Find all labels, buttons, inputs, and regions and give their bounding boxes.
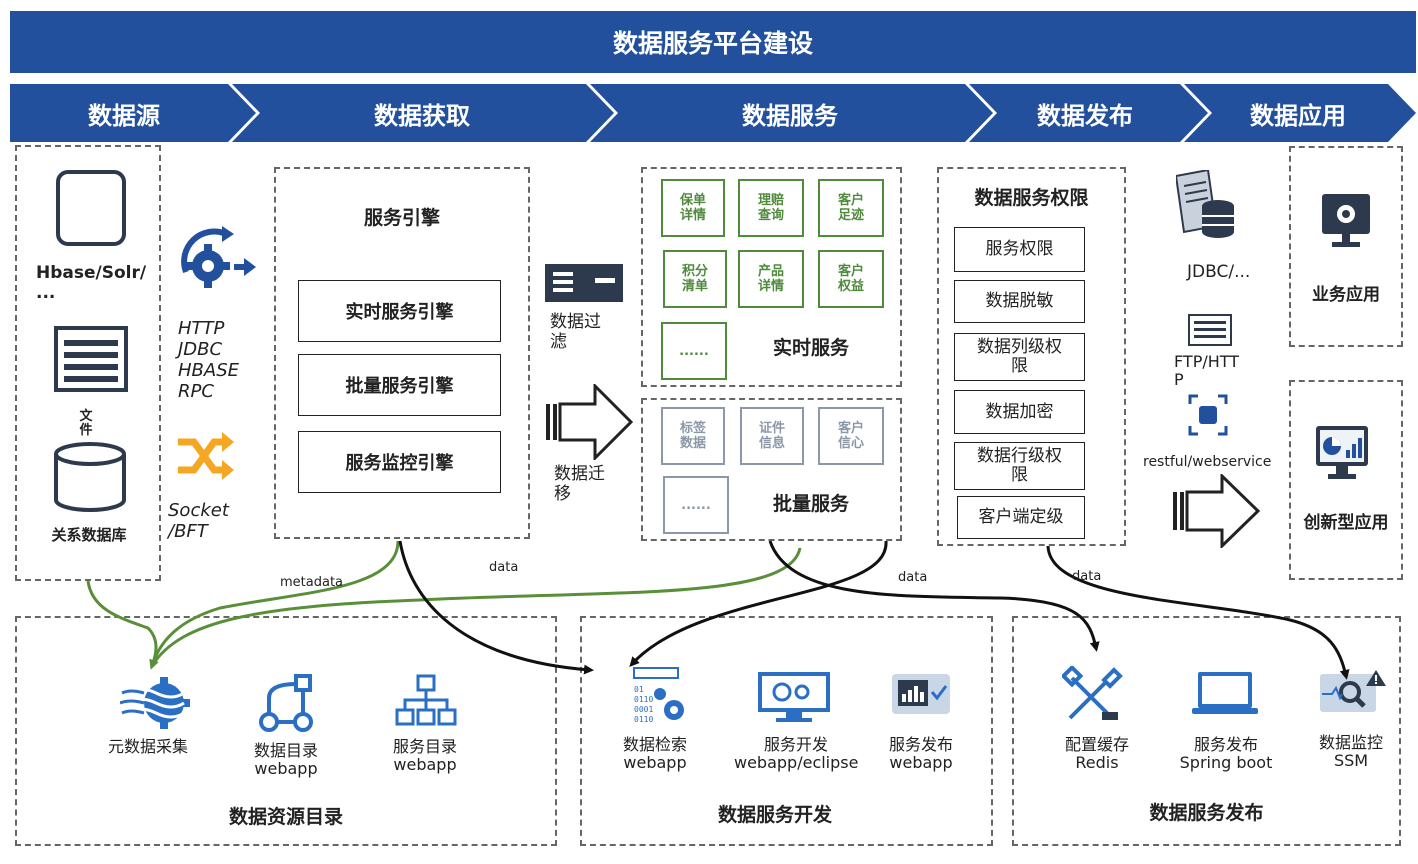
- catalog-item: 服务目录 webapp: [392, 737, 457, 774]
- batch-tile: 标签 数据: [661, 407, 725, 465]
- settings-monitor-icon: [1322, 194, 1370, 247]
- business-app-label: 业务应用: [1312, 285, 1380, 305]
- analytics-monitor-icon: [1316, 426, 1368, 479]
- catalog-item: 元数据采集: [107, 737, 188, 756]
- data-flow-label: data: [898, 570, 928, 585]
- restful-label: restful/webservice: [1143, 454, 1272, 470]
- rdb-label: 关系数据库: [51, 526, 127, 544]
- svg-text:01: 01: [634, 685, 644, 694]
- org-chart-icon: [395, 674, 457, 726]
- business-app-panel: [1289, 146, 1403, 347]
- list-icon: [1188, 314, 1232, 346]
- release-item: 数据监控 SSM: [1318, 733, 1383, 770]
- protocol-list-top: HTTP JDBC HBASE RPC: [178, 318, 239, 402]
- realtime-tile: 保单 详情: [661, 179, 725, 237]
- batch-engine-box: 批量服务引擎: [298, 354, 501, 416]
- permission-item: 数据列级权 限: [954, 333, 1085, 381]
- protocol-list-bottom: Socket /BFT: [168, 500, 229, 542]
- batch-service-panel: [641, 398, 902, 541]
- file-icon: [54, 326, 128, 392]
- monitor-engine-box: 服务监控引擎: [298, 431, 501, 493]
- migrate-label: 数据迁 移: [554, 464, 605, 504]
- hbase-icon: [56, 170, 126, 246]
- permission-item: 数据脱敏: [954, 280, 1085, 323]
- stage-data-source: 数据源: [88, 101, 160, 130]
- stage-data-acquisition: 数据获取: [374, 101, 470, 130]
- monitor-search-icon: [1320, 670, 1386, 712]
- ftp-label: FTP/HTT P: [1174, 352, 1240, 389]
- release-title: 数据服务发布: [1149, 802, 1264, 824]
- svg-text:0110: 0110: [634, 715, 653, 724]
- dev-monitor-icon: [758, 672, 830, 722]
- hbase-label: Hbase/Solr/ ...: [36, 263, 147, 303]
- config-tools-icon: [1062, 666, 1123, 720]
- stage-chevrons: [10, 84, 1416, 142]
- permission-item: 客户端定级: [957, 496, 1085, 539]
- service-engine-title: 服务引擎: [363, 207, 440, 229]
- data-source-panel: [15, 145, 161, 581]
- realtime-service-panel: [641, 167, 902, 387]
- data-flow-label: data: [1072, 569, 1102, 584]
- realtime-tile: 产品 详情: [738, 250, 804, 308]
- flow-catalog-icon: [259, 674, 313, 732]
- fullscreen-icon: [1188, 394, 1228, 436]
- realtime-tile: 客户 权益: [818, 250, 884, 308]
- database-icon: [54, 442, 126, 512]
- stage-data-service: 数据服务: [742, 101, 838, 130]
- metadata-gear-icon: [120, 677, 190, 729]
- realtime-engine-box: 实时服务引擎: [298, 280, 501, 342]
- laptop-icon: [1192, 672, 1258, 714]
- file-label: 文 件: [79, 409, 93, 438]
- realtime-tile: 理赔 查询: [738, 179, 804, 237]
- dev-item: 数据检索 webapp: [622, 735, 687, 772]
- publish-chart-icon: [892, 674, 950, 714]
- document-database-icon: [1176, 170, 1234, 238]
- realtime-tile: ......: [661, 322, 727, 380]
- dev-title: 数据服务开发: [717, 804, 832, 826]
- release-item: 服务发布 Spring boot: [1179, 735, 1273, 772]
- shuffle-icon: [178, 432, 234, 480]
- permission-item: 数据行级权 限: [954, 442, 1085, 490]
- realtime-tile: 客户 足迹: [818, 179, 884, 237]
- batch-tile: ......: [663, 476, 729, 534]
- svg-text:0110: 0110: [634, 695, 653, 704]
- permission-title: 数据服务权限: [974, 187, 1089, 209]
- stage-data-publish: 数据发布: [1037, 101, 1133, 130]
- permission-item: 服务权限: [954, 227, 1085, 272]
- server-icon: [545, 264, 623, 302]
- permission-item: 数据加密: [954, 390, 1085, 434]
- realtime-tile: 积分 清单: [663, 250, 727, 308]
- filter-label: 数据过 滤: [550, 312, 601, 352]
- migrate-arrow-icon: [546, 384, 633, 460]
- publish-arrow-icon: [1173, 474, 1261, 548]
- catalog-item: 数据目录 webapp: [253, 741, 318, 778]
- stage-data-application: 数据应用: [1250, 101, 1346, 130]
- realtime-service-label: 实时服务: [772, 337, 849, 359]
- jdbc-label: JDBC/...: [1187, 262, 1251, 282]
- dev-item: 服务开发 webapp/eclipse: [734, 735, 859, 772]
- page-title: 数据服务平台建设: [10, 11, 1416, 73]
- sync-gear-icon: [181, 226, 256, 288]
- batch-tile: 证件 信息: [740, 407, 804, 465]
- service-engine-panel: [274, 167, 530, 539]
- batch-tile: 客户 信心: [818, 407, 884, 465]
- svg-text:0001: 0001: [634, 705, 653, 714]
- innovative-app-label: 创新型应用: [1303, 513, 1389, 533]
- batch-service-label: 批量服务: [772, 493, 849, 515]
- catalog-title: 数据资源目录: [228, 806, 343, 828]
- release-item: 配置缓存 Redis: [1064, 735, 1129, 772]
- dev-item: 服务发布 webapp: [888, 735, 953, 772]
- data-flow-label: data: [489, 560, 519, 575]
- metadata-flow-label: metadata: [280, 575, 344, 590]
